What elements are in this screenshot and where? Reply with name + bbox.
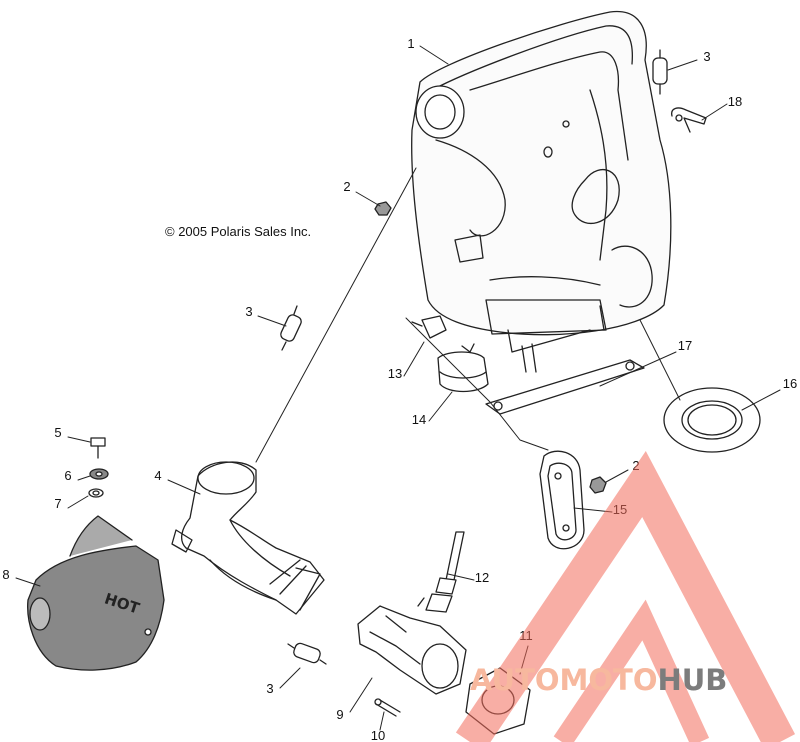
exhaust-manifold	[357, 605, 467, 695]
watermark-text-hub: HUB	[657, 663, 727, 697]
callout-2: 2	[343, 179, 350, 194]
heat-shield	[27, 515, 165, 671]
washer-large	[89, 468, 109, 480]
callout-13: 13	[388, 366, 402, 381]
nut-lower	[589, 476, 607, 494]
callout-9: 9	[336, 707, 343, 722]
rubber-mount	[411, 315, 447, 339]
callout-6: 6	[64, 468, 71, 483]
bracket	[671, 107, 707, 133]
callout-3: 3	[266, 681, 273, 696]
copyright-text: © 2005 Polaris Sales Inc.	[165, 224, 312, 239]
callout-1: 1	[407, 36, 414, 51]
callout-4: 4	[154, 468, 161, 483]
callout-14: 14	[412, 412, 426, 427]
callout-7: 7	[54, 496, 61, 511]
callout-3: 3	[703, 49, 710, 64]
spring-top-right	[652, 49, 668, 95]
callout-10: 10	[371, 728, 385, 742]
watermark-inner-mark	[553, 599, 710, 742]
bolt	[90, 437, 106, 459]
callout-16: 16	[783, 376, 797, 391]
watermark-text-automoto: AUTOMOTO	[470, 663, 657, 697]
spring-bottom	[287, 642, 327, 665]
stud	[374, 698, 401, 717]
callout-12: 12	[475, 570, 489, 585]
callout-18: 18	[728, 94, 742, 109]
callout-17: 17	[678, 338, 692, 353]
sensor	[417, 531, 465, 613]
clamp-band	[437, 343, 489, 393]
oblong-gasket	[539, 450, 585, 550]
muffler-body	[411, 10, 672, 373]
watermark-logo: AUTOMOTOHUB	[455, 450, 796, 742]
mount-plate	[485, 359, 645, 415]
washer-small	[88, 488, 104, 498]
callout-3: 3	[245, 304, 252, 319]
leader-lines	[15, 45, 781, 731]
callout-5: 5	[54, 425, 61, 440]
exhaust-pipe	[171, 461, 325, 615]
watermark-text: AUTOMOTOHUB	[470, 663, 727, 697]
callout-8: 8	[2, 567, 9, 582]
watermark-triangle	[455, 450, 796, 742]
spring-left	[280, 305, 302, 351]
gasket-ring	[663, 387, 761, 453]
